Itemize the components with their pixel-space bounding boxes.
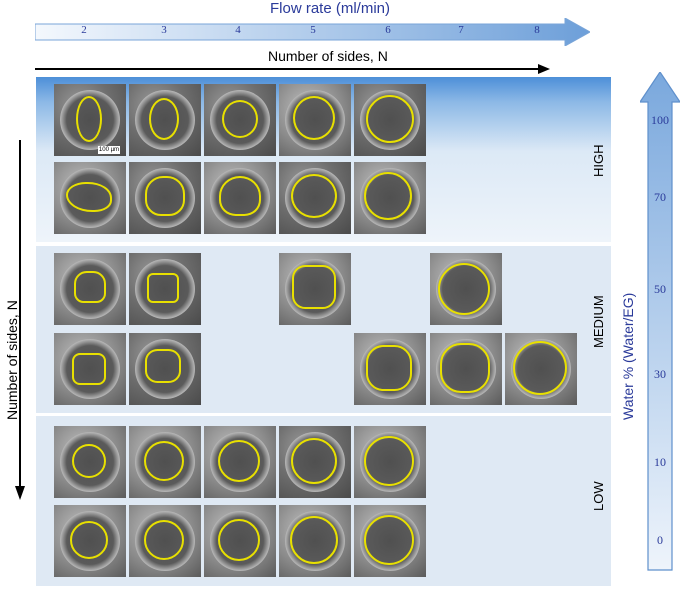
micrograph-medium-1-1 <box>54 253 126 325</box>
outline-pentagon <box>145 349 181 383</box>
level-high-wrap: HIGH <box>589 127 609 207</box>
outline-circle <box>438 263 490 315</box>
micrograph-medium-2-4 <box>430 333 502 405</box>
micrograph-low-2-3 <box>204 505 276 577</box>
flow-tick-2: 2 <box>81 24 87 36</box>
micrograph-medium-2-2 <box>129 333 201 405</box>
flow-tick-3: 3 <box>161 24 167 36</box>
micrograph-high-1-2 <box>129 84 201 156</box>
flow-tick-4: 4 <box>235 24 241 36</box>
outline-circle <box>222 100 258 138</box>
micrograph-high-2-5 <box>354 162 426 234</box>
micrograph-high-2-2 <box>129 162 201 234</box>
outline-circle <box>364 515 414 565</box>
sides-horizontal-arrow <box>35 64 550 74</box>
micrograph-medium-2-5 <box>505 333 577 405</box>
micrograph-medium-2-1 <box>54 333 126 405</box>
flow-tick-5: 5 <box>310 24 316 36</box>
outline-circle <box>293 96 335 140</box>
micrograph-low-2-4 <box>279 505 351 577</box>
micrograph-medium-2-3 <box>354 333 426 405</box>
outline-circle <box>218 519 260 561</box>
micrograph-medium-1-2 <box>129 253 201 325</box>
micrograph-medium-1-3 <box>279 253 351 325</box>
outline-ellipse <box>149 98 179 140</box>
micrograph-high-2-4 <box>279 162 351 234</box>
level-low-label: LOW <box>591 481 606 511</box>
outline-triangle <box>74 271 106 303</box>
flow-rate-arrow <box>35 18 590 46</box>
micrograph-low-2-2 <box>129 505 201 577</box>
micrograph-medium-1-4 <box>430 253 502 325</box>
water-percent-arrow <box>640 72 680 571</box>
outline-square <box>72 353 106 385</box>
sides-vertical-label: Number of sides, N <box>4 300 20 420</box>
micrograph-high-1-5 <box>354 84 426 156</box>
water-tick-0: 0 <box>657 533 663 547</box>
level-medium-wrap: MEDIUM <box>589 286 609 366</box>
water-tick-100: 100 <box>651 113 669 127</box>
scale-bar: 100 µm <box>98 146 120 154</box>
outline-circle <box>366 95 414 143</box>
sides-vertical-arrow <box>15 140 25 500</box>
flow-rate-title: Flow rate (ml/min) <box>269 0 390 17</box>
sides-horizontal-label: Number of sides, N <box>268 48 388 64</box>
micrograph-high-2-1 <box>54 162 126 234</box>
micrograph-high-1-1: 100 µm <box>54 84 126 156</box>
water-tick-50: 50 <box>654 282 666 296</box>
level-high-label: HIGH <box>591 144 606 178</box>
outline-circle <box>364 172 412 220</box>
outline-circle <box>144 520 184 560</box>
outline-circle <box>513 341 567 395</box>
outline-circle <box>290 516 338 564</box>
flow-tick-7: 7 <box>458 24 464 36</box>
micrograph-low-1-2 <box>129 426 201 498</box>
micrograph-low-1-5 <box>354 426 426 498</box>
outline-circle <box>218 440 260 482</box>
outline-hexagon <box>366 345 412 391</box>
water-label: Water % (Water/EG) <box>620 292 636 420</box>
level-medium-label: MEDIUM <box>591 295 606 348</box>
water-tick-30: 30 <box>654 367 666 381</box>
micrograph-low-1-3 <box>204 426 276 498</box>
sides-vertical-label-wrap: Number of sides, N <box>2 250 22 420</box>
water-tick-10: 10 <box>654 455 666 469</box>
flow-tick-6: 6 <box>385 24 391 36</box>
micrograph-low-1-4 <box>279 426 351 498</box>
water-tick-70: 70 <box>654 190 666 204</box>
outline-rounded-triangle <box>145 176 185 216</box>
outline-circle <box>70 521 108 559</box>
outline-circle <box>291 438 337 484</box>
outline-ellipse <box>76 96 102 142</box>
outline-octagon <box>440 343 490 393</box>
outline-pentagon <box>292 265 336 309</box>
micrograph-low-2-1 <box>54 505 126 577</box>
outline-square <box>147 273 179 303</box>
level-low-wrap: LOW <box>589 471 609 551</box>
micrograph-high-2-3 <box>204 162 276 234</box>
micrograph-low-1-1 <box>54 426 126 498</box>
micrograph-high-1-4 <box>279 84 351 156</box>
outline-circle <box>144 441 184 481</box>
micrograph-low-2-5 <box>354 505 426 577</box>
outline-circle <box>72 444 106 478</box>
outline-circle <box>291 174 337 218</box>
outline-circle <box>364 436 414 486</box>
flow-rate-ticks: 2 3 4 5 6 7 8 <box>0 0 685 50</box>
micrograph-high-1-3 <box>204 84 276 156</box>
outline-irregular <box>66 182 112 212</box>
flow-tick-8: 8 <box>534 24 540 36</box>
outline-rounded-triangle <box>219 176 261 216</box>
water-label-wrap: Water % (Water/EG) <box>618 285 638 445</box>
